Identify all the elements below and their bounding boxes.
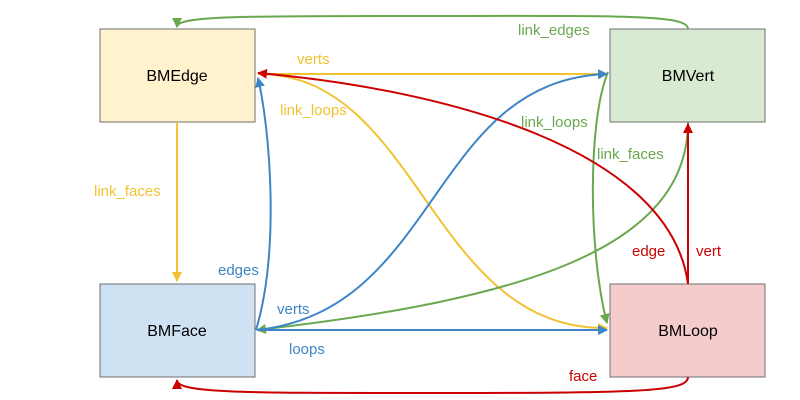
- link-vert-link-edges: link_edges: [172, 14, 689, 39]
- bmedge-label: BMEdge: [146, 68, 207, 85]
- vert-link-edges-arrow: [172, 14, 689, 30]
- bmloop-label: BMLoop: [658, 323, 718, 340]
- face-edges-label: edges: [218, 262, 259, 279]
- face-loops-label: loops: [289, 341, 325, 358]
- face-verts-label: verts: [277, 301, 310, 318]
- face-edges-arrow: [255, 77, 272, 331]
- link-vert-link-loops: link_loops: [521, 71, 610, 324]
- vert-link-faces-label: link_faces: [597, 146, 664, 163]
- vert-link-edges-label: link_edges: [518, 22, 590, 39]
- link-face-verts: verts: [256, 69, 608, 331]
- node-bmedge: BMEdge: [99, 28, 256, 123]
- link-loop-vert: vert: [683, 123, 722, 284]
- link-face-edges: edges: [218, 77, 272, 331]
- bmedge-box: [99, 28, 256, 123]
- node-bmvert: BMVert: [609, 28, 766, 123]
- link-loop-edge: edge: [257, 68, 689, 285]
- link-edge-verts: verts: [268, 51, 608, 79]
- link-loop-face: face: [172, 368, 689, 395]
- node-bmloop: BMLoop: [609, 283, 766, 378]
- edge-link-loops-arrow: [257, 73, 608, 334]
- edge-link-loops-label: link_loops: [280, 102, 347, 119]
- vert-link-loops-arrow: [591, 71, 610, 324]
- bmface-box: [99, 283, 256, 378]
- loop-face-arrow: [172, 376, 689, 395]
- loop-vert-label: vert: [696, 243, 722, 260]
- vert-link-faces-arrow: [256, 121, 689, 334]
- node-bmface: BMFace: [99, 283, 256, 378]
- link-edge-link-loops: link_loops: [257, 73, 608, 334]
- vert-link-loops-label: link_loops: [521, 114, 588, 131]
- link-face-loops: loops: [258, 325, 608, 358]
- link-edge-link-faces: link_faces: [94, 122, 182, 282]
- bmloop-box: [609, 283, 766, 378]
- edge-verts-label: verts: [297, 51, 330, 68]
- bmvert-box: [609, 28, 766, 123]
- loop-face-label: face: [569, 368, 597, 385]
- face-verts-arrow: [256, 69, 608, 331]
- link-vert-link-faces: link_faces: [256, 121, 689, 334]
- loop-edge-label: edge: [632, 243, 665, 260]
- bmface-label: BMFace: [147, 323, 207, 340]
- loop-edge-arrow: [257, 68, 689, 285]
- bmvert-label: BMVert: [662, 68, 715, 85]
- edge-link-faces-label: link_faces: [94, 183, 161, 200]
